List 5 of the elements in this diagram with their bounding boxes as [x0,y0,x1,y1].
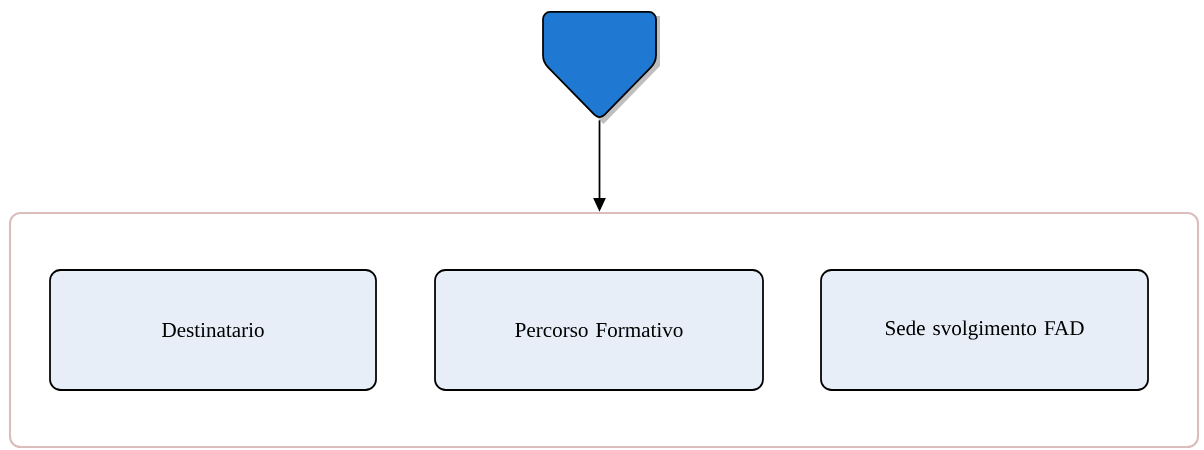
process-box: Percorso Formativo [434,269,764,391]
offpage-connector [542,11,660,124]
process-box: Sede svolgimento FAD [820,269,1149,391]
group-frame [8,211,1200,449]
process-box: Destinatario [49,269,377,391]
